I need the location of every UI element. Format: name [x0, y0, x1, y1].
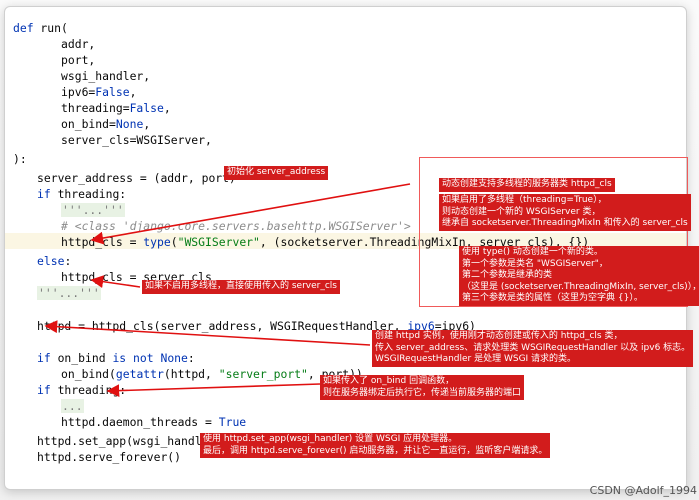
code-line-8: server_cls=WSGIServer, [61, 133, 212, 147]
code-line-3: port, [61, 53, 96, 67]
arrow-to-httpd-cls [90, 183, 411, 245]
code-line-10: server_address = (addr, port) [37, 171, 236, 185]
annotation-no-threading: 如果不启用多线程，直接使用传入的 server_cls [142, 280, 340, 294]
code-line-9: ): [13, 152, 27, 166]
explanation-group-box [419, 157, 688, 307]
code-line-23: httpd.daemon_threads = True [61, 415, 247, 429]
arrow-to-httpd-instance [44, 320, 371, 346]
annotation-on-bind: 如果传入了 on_bind 回调函数， 则在服务器绑定后执行它，传递当前服务器的… [320, 375, 525, 400]
code-line-24: httpd.set_app(wsgi_handler) [37, 434, 223, 448]
code-line-4: wsgi_handler, [61, 69, 151, 83]
annotation-init-server-address: 初始化 server_address [224, 166, 329, 180]
csdn-watermark: CSDN @Adolf_1994 [589, 484, 697, 497]
arrow-to-else-branch [90, 275, 141, 288]
annotation-type-explain: 使用 type() 动态创建一个新的类。 第一个参数是类名 "WSGIServe… [459, 246, 699, 306]
code-line-6: threading=False, [61, 101, 171, 115]
annotation-create-httpd: 创建 httpd 实例，使用刚才动态创建或传入的 httpd_cls 类， 传入… [372, 330, 694, 367]
code-line-7: on_bind=None, [61, 117, 151, 131]
current-line-highlight [5, 233, 686, 249]
keyword-def: def [13, 21, 34, 35]
folded-block[interactable]: ... [61, 399, 84, 413]
arrow-to-on-bind [106, 383, 321, 398]
annotation-threading-explain: 如果启用了多线程（threading=True）， 则动态创建一个新的 WSGI… [439, 194, 691, 231]
code-line-17[interactable]: '''...''' [37, 285, 101, 301]
code-line-12[interactable]: '''...''' [61, 202, 125, 218]
code-line-1: def run( [13, 21, 68, 35]
code-line-11: if threading: [37, 187, 127, 201]
code-line-15: else: [37, 254, 72, 268]
code-line-25: httpd.serve_forever() [37, 450, 182, 464]
annotation-set-app-serve: 使用 httpd.set_app(wsgi_handler) 设置 WSGI 应… [200, 433, 551, 458]
code-line-18: httpd = httpd_cls(server_address, WSGIRe… [37, 319, 476, 333]
code-line-22[interactable]: ... [61, 398, 84, 414]
folded-docstring[interactable]: '''...''' [61, 203, 125, 217]
code-line-5: ipv6=False, [61, 85, 137, 99]
code-line-2: addr, [61, 37, 96, 51]
code-line-19: if on_bind is not None: [37, 351, 195, 365]
folded-docstring[interactable]: '''...''' [37, 286, 101, 300]
code-area[interactable]: def run( addr, port, wsgi_handler, ipv6=… [5, 7, 686, 489]
annotation-dynamic-class: 动态创建支持多线程的服务器类 httpd_cls [439, 178, 615, 192]
